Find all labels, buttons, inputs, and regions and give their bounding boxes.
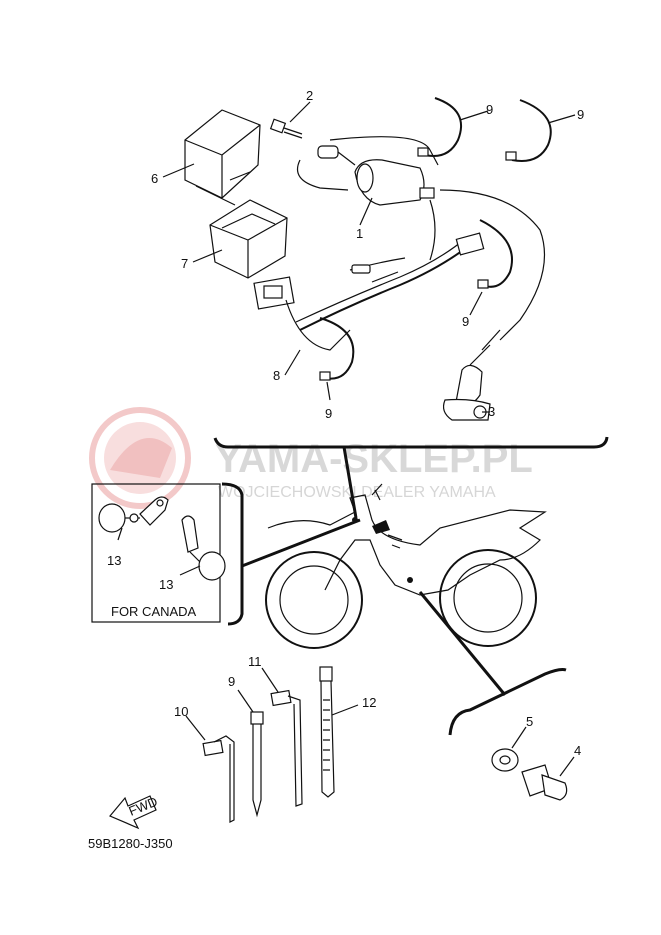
callout-8: 8 [273, 368, 280, 383]
callout-13b: 13 [159, 577, 173, 592]
canada-caption: FOR CANADA [111, 604, 197, 619]
callout-3: 3 [488, 404, 495, 419]
spark-plug-cap-part [442, 329, 501, 421]
callout-6: 6 [151, 171, 158, 186]
watermark-text: YAMA-SKLEP.PL [215, 437, 533, 481]
fwd-arrow-icon [109, 795, 157, 830]
cable-tie-arc-2 [505, 99, 552, 162]
callout-9e: 9 [228, 674, 235, 689]
bolt-part [269, 118, 303, 139]
callout-9d: 9 [325, 406, 332, 421]
washer-part [491, 726, 527, 772]
callout-2: 2 [306, 88, 313, 103]
cdi-unit-part [184, 109, 261, 206]
cable-tie-arc-4 [319, 317, 355, 381]
watermark-subtext: WOJCIECHOWSKI DEALER YAMAHA [218, 484, 496, 501]
callout-10: 10 [174, 704, 188, 719]
callout-5: 5 [526, 714, 533, 729]
cable-tie-arc-3 [477, 219, 513, 289]
callout-9b: 9 [577, 107, 584, 122]
leader-lines-upper [162, 101, 576, 413]
callout-13a: 13 [107, 553, 121, 568]
motorcycle-silhouette [265, 483, 547, 649]
diagram-code: 59B1280-J350 [88, 836, 173, 851]
callout-9a: 9 [486, 102, 493, 117]
upper-section-bracket [213, 436, 609, 449]
wire-harness-part [253, 189, 546, 351]
canada-inset-bracket [221, 482, 244, 626]
inset-pointer-line [241, 518, 361, 568]
watermark-logo [89, 407, 191, 509]
callout-4: 4 [574, 743, 581, 758]
clamp-tie-10 [185, 715, 235, 823]
ignition-coil-part [296, 136, 439, 206]
upper-pointer-line [342, 446, 358, 519]
callout-7: 7 [181, 256, 188, 271]
canada-parts [98, 496, 226, 581]
callout-9c: 9 [462, 314, 469, 329]
cable-tie-12 [319, 666, 359, 798]
callout-1: 1 [356, 226, 363, 241]
callout-11: 11 [248, 654, 262, 669]
cable-tie-arc-1 [417, 97, 463, 157]
clamp-tie-11 [261, 667, 303, 807]
lower-pointer-line [418, 591, 507, 696]
cable-tie-9 [237, 689, 264, 818]
flange-bolt-part [521, 756, 575, 801]
lower-section-bracket [448, 668, 567, 736]
rubber-cover-part [209, 199, 288, 279]
canada-inset-frame [91, 483, 221, 623]
callout-12: 12 [362, 695, 376, 710]
